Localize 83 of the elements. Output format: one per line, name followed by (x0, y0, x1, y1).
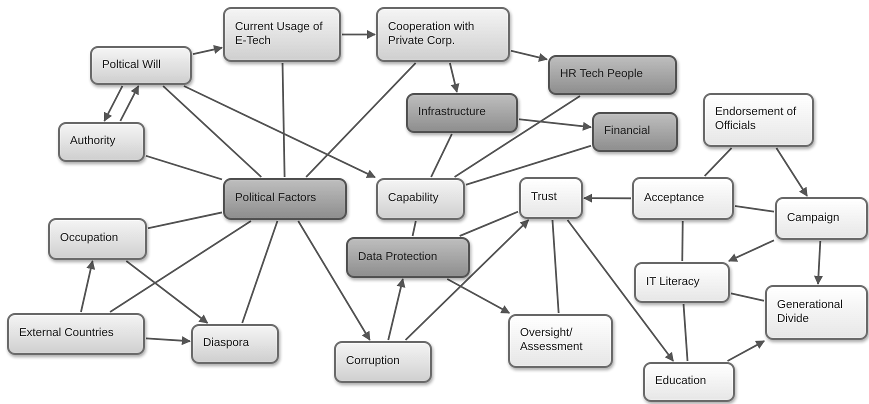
node-label: Occupation (60, 232, 118, 246)
connector (282, 62, 286, 178)
concept-box (548, 55, 677, 95)
concept-box (191, 324, 279, 364)
concept-box (223, 178, 347, 220)
node-label: Trust (531, 191, 557, 205)
concept-box (632, 177, 734, 220)
concept-box (58, 122, 145, 162)
connector (387, 278, 406, 340)
connector (682, 304, 688, 362)
connector (730, 292, 764, 302)
connector (430, 134, 453, 178)
connector (184, 85, 376, 178)
connector (454, 95, 580, 178)
node-label: Current Usage of E-Tech (235, 20, 324, 48)
concept-box (334, 341, 432, 383)
concept-box (592, 112, 678, 152)
concept-box (48, 218, 147, 260)
connector (162, 85, 262, 178)
connector (241, 220, 278, 324)
connector (146, 336, 191, 346)
concept-box (346, 237, 470, 278)
node-label: Financial (604, 125, 650, 139)
connector (342, 30, 376, 39)
connector (566, 219, 674, 362)
connector (297, 220, 371, 341)
connector (734, 205, 774, 213)
connector (412, 220, 417, 236)
connector (146, 154, 222, 180)
node-label: Oversight/ Assessment (520, 327, 584, 355)
connector (305, 62, 416, 178)
connector (552, 220, 560, 314)
node-label: Poltical Will (102, 58, 161, 72)
connector (404, 219, 530, 341)
node-label: Corruption (346, 355, 400, 369)
connector (814, 240, 823, 285)
concept-box (7, 313, 145, 355)
connector (727, 340, 765, 362)
connector (120, 85, 140, 122)
connector (776, 148, 808, 197)
node-label: Acceptance (644, 192, 704, 206)
connector (110, 220, 252, 313)
node-label: Authority (70, 135, 116, 149)
concept-box (508, 314, 613, 368)
node-label: Capability (388, 192, 438, 206)
node-label: Political Factors (235, 192, 316, 206)
concept-box (643, 362, 735, 402)
node-label: IT Literacy (646, 276, 700, 290)
connector (728, 239, 774, 262)
connector (449, 62, 460, 93)
node-label: Cooperation with Private Corp. (388, 20, 476, 48)
connector (80, 260, 96, 312)
node-label: Diaspora (203, 337, 250, 351)
concept-box (406, 93, 518, 133)
concept-box (376, 178, 465, 220)
node-label: Data Protection (358, 250, 438, 264)
connector (126, 260, 208, 324)
connector (583, 194, 631, 203)
connector (148, 212, 222, 230)
connector (104, 86, 124, 122)
node-label: External Countries (19, 327, 114, 341)
concept-box (519, 177, 583, 219)
concept-box (376, 7, 510, 62)
connector (704, 147, 732, 177)
connector (466, 144, 592, 186)
connector (510, 50, 548, 62)
node-label: Campaign (787, 212, 840, 226)
concept-box (223, 7, 341, 62)
concept-box (765, 285, 868, 340)
node-label: Education (655, 375, 706, 389)
connector (192, 45, 223, 55)
node-label: Infrastructure (418, 106, 486, 120)
concept-box (90, 46, 192, 85)
node-label: Endorsement of Officials (715, 106, 798, 134)
concept-box (703, 93, 814, 147)
connector (459, 210, 518, 237)
node-label: HR Tech People (560, 68, 643, 82)
node-label: Generational Divide (777, 298, 844, 326)
concept-box (775, 197, 868, 240)
concept-box (634, 262, 730, 303)
connector (518, 118, 592, 131)
connector (681, 221, 684, 262)
connector (446, 278, 510, 314)
